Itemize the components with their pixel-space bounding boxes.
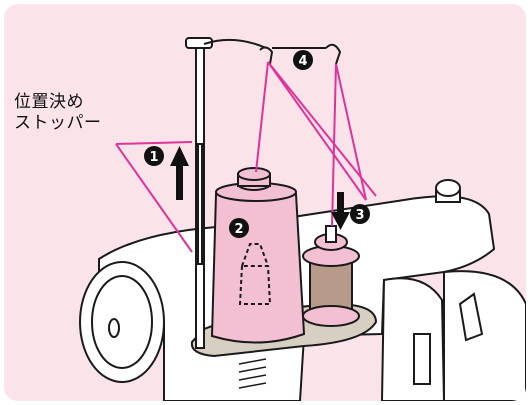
cone-spool (212, 168, 304, 343)
top-thread-guides (204, 40, 340, 64)
handwheel (80, 262, 164, 382)
tension-knob (436, 180, 460, 202)
label-line-2: ストッパー (14, 113, 102, 134)
step-badge-2: 2 (229, 218, 249, 238)
svg-text:4: 4 (298, 54, 307, 69)
svg-text:1: 1 (149, 150, 158, 165)
positioning-stopper-label: 位置決め ストッパー (14, 92, 102, 134)
up-arrow-icon (170, 146, 189, 200)
step-badge-1: 1 (144, 146, 164, 166)
svg-text:3: 3 (355, 208, 364, 223)
illustration-panel: 1 2 3 4 位置決め ストッパー (4, 4, 526, 401)
label-line-1: 位置決め (14, 92, 102, 113)
step-badge-4: 4 (293, 50, 313, 70)
sewing-machine-drawing: 1 2 3 4 (4, 4, 526, 401)
step-badge-3: 3 (350, 204, 370, 224)
svg-text:2: 2 (234, 222, 243, 237)
